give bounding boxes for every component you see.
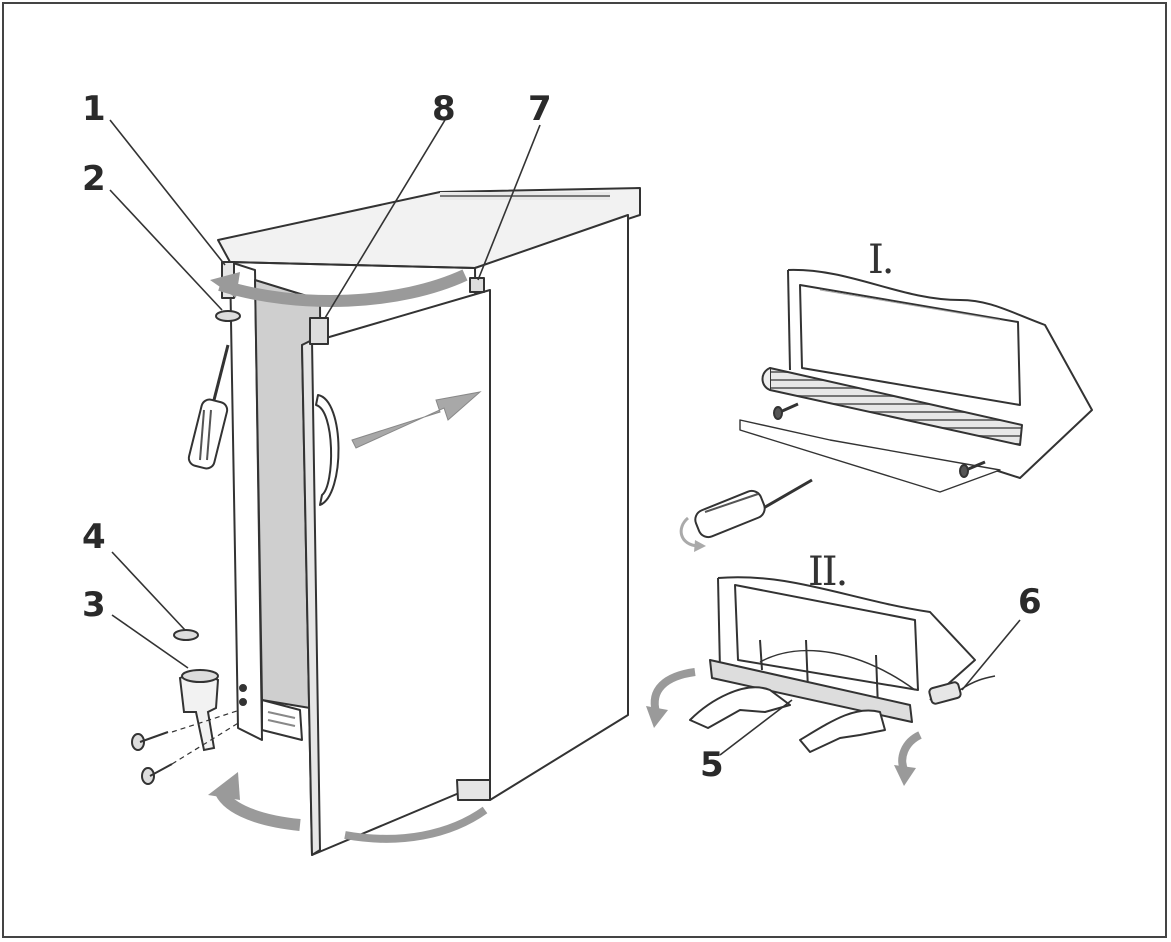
label-part-5: 5 xyxy=(700,745,724,785)
detail-step-two xyxy=(689,576,996,753)
door-shift-arrow xyxy=(351,391,482,449)
label-part-4: 4 xyxy=(82,517,106,557)
upper-hinge xyxy=(309,317,329,345)
cabinet-side xyxy=(474,214,629,801)
top-vent xyxy=(440,192,610,200)
label-part-7: 7 xyxy=(528,89,552,129)
screw-icons xyxy=(131,684,247,785)
plinth-part-6 xyxy=(928,681,962,705)
rotate-arrow-icon xyxy=(679,516,699,548)
hand-left-icon xyxy=(689,686,791,729)
screwdriver-detail-icon xyxy=(679,478,813,552)
door-handle xyxy=(315,394,340,506)
washer-part-2 xyxy=(215,310,241,322)
label-part-8: 8 xyxy=(432,89,456,129)
step-label-two: II. xyxy=(808,549,848,595)
cabinet-left-panel xyxy=(229,261,263,741)
cabinet xyxy=(217,187,641,856)
label-part-1: 1 xyxy=(82,89,106,129)
washer-part-4 xyxy=(173,629,199,641)
step-label-one: I. xyxy=(868,237,894,283)
label-part-2: 2 xyxy=(82,159,106,199)
door-edge xyxy=(301,339,321,856)
tilt-arrow-right-icon xyxy=(898,731,922,774)
plinth-strip xyxy=(709,659,913,723)
label-part-6: 6 xyxy=(1018,582,1042,622)
detail-step-one xyxy=(739,268,1093,493)
lower-hinge-bracket xyxy=(178,668,220,752)
label-part-3: 3 xyxy=(82,585,106,625)
kick-plate xyxy=(261,699,303,741)
leader-lines xyxy=(109,119,541,669)
door xyxy=(301,289,491,856)
hand-right-icon xyxy=(799,709,886,753)
tilt-arrow-left-icon xyxy=(650,668,696,714)
screwdriver-icon xyxy=(187,344,230,470)
top-swing-arrow xyxy=(218,269,468,308)
